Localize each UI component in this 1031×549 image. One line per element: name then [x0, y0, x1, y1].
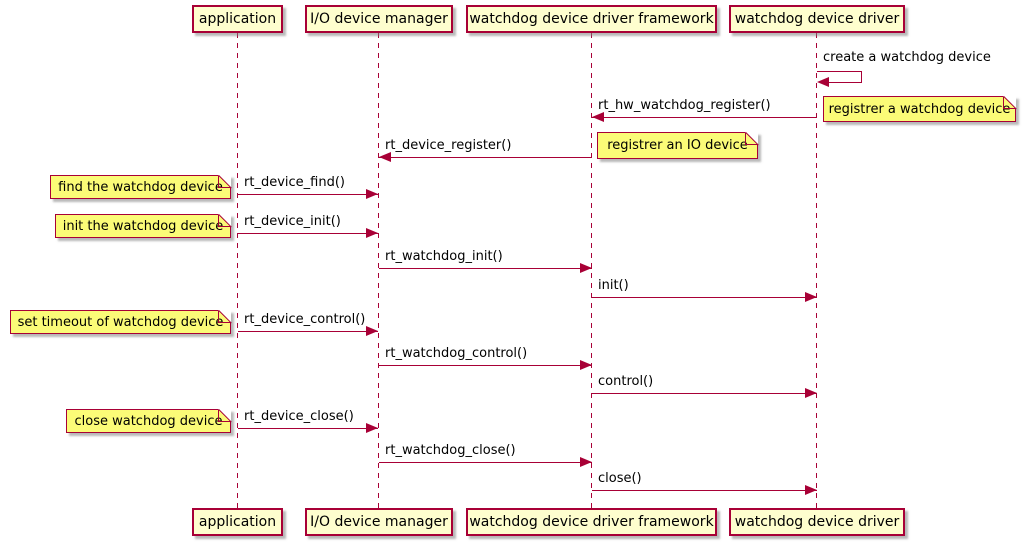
message-arrowhead: [592, 112, 604, 122]
note-fold-icon: [218, 310, 231, 323]
self-message-bottom-line: [829, 82, 862, 83]
participant-label: application: [198, 11, 277, 27]
participant-top-io-device-manager: I/O device manager: [305, 5, 453, 33]
message-label-rt-watchdog-control: rt_watchdog_control(): [385, 346, 528, 361]
message-line: [592, 297, 817, 298]
participant-label: application: [198, 514, 277, 530]
message-line: [238, 194, 378, 195]
note-registrer-watchdog-device: registrer a watchdog device: [823, 96, 1016, 122]
message-label-init: init(): [598, 278, 629, 293]
message-arrowhead: [379, 152, 391, 162]
message-label-create-watchdog-device: create a watchdog device: [823, 50, 991, 65]
message-label-rt-hw-watchdog-register: rt_hw_watchdog_register(): [598, 98, 771, 113]
note-find-watchdog-device: find the watchdog device: [50, 175, 231, 199]
note-fold-icon: [218, 409, 231, 422]
self-message-right-line: [861, 71, 862, 83]
message-label-rt-watchdog-close: rt_watchdog_close(): [385, 443, 516, 458]
participant-label: watchdog device driver: [734, 514, 900, 530]
lifeline-application: [237, 33, 238, 508]
participant-bottom-application: application: [192, 508, 283, 536]
message-line: [379, 365, 592, 366]
participant-top-application: application: [192, 5, 283, 33]
message-label-rt-device-close: rt_device_close(): [244, 409, 354, 424]
message-line: [238, 428, 378, 429]
message-arrowhead: [366, 228, 378, 238]
self-message-top-line: [817, 71, 862, 72]
message-label-rt-device-init: rt_device_init(): [244, 214, 341, 229]
note-text: find the watchdog device: [58, 179, 223, 195]
message-arrowhead: [580, 263, 592, 273]
message-line: [379, 268, 592, 269]
message-label-rt-device-control: rt_device_control(): [244, 312, 366, 327]
participant-bottom-watchdog-driver: watchdog device driver: [729, 508, 905, 536]
note-text: close watchdog device: [74, 413, 223, 429]
message-line: [238, 233, 378, 234]
message-label-close: close(): [598, 471, 642, 486]
lifeline-io-device-manager: [378, 33, 379, 508]
message-arrowhead: [366, 326, 378, 336]
message-arrowhead: [366, 423, 378, 433]
message-line: [379, 157, 592, 158]
participant-label: I/O device manager: [310, 11, 448, 27]
note-fold-icon: [1003, 96, 1016, 109]
message-line: [238, 331, 378, 332]
participant-bottom-watchdog-framework: watchdog device driver framework: [466, 508, 717, 536]
lifeline-watchdog-driver: [816, 33, 817, 508]
note-text: registrer a watchdog device: [828, 101, 1011, 117]
note-text: set timeout of watchdog device: [17, 314, 224, 330]
participant-label: watchdog device driver: [734, 11, 900, 27]
message-line: [592, 393, 817, 394]
message-label-control: control(): [598, 374, 654, 389]
message-label-rt-watchdog-init: rt_watchdog_init(): [385, 249, 503, 264]
message-label-rt-device-register: rt_device_register(): [385, 138, 512, 153]
participant-bottom-io-device-manager: I/O device manager: [305, 508, 453, 536]
note-text: init the watchdog device: [62, 218, 224, 234]
note-text: registrer an IO device: [607, 138, 748, 153]
note-registrer-io-device: registrer an IO device: [597, 132, 758, 159]
message-arrowhead: [805, 292, 817, 302]
participant-top-watchdog-driver: watchdog device driver: [729, 5, 905, 33]
message-arrowhead: [580, 360, 592, 370]
participant-top-watchdog-framework: watchdog device driver framework: [466, 5, 717, 33]
participant-label: I/O device manager: [310, 514, 448, 530]
note-set-timeout-watchdog-device: set timeout of watchdog device: [10, 310, 231, 334]
note-close-watchdog-device: close watchdog device: [66, 409, 231, 433]
message-label-rt-device-find: rt_device_find(): [244, 175, 345, 190]
message-arrowhead: [805, 388, 817, 398]
participant-label: watchdog device driver framework: [469, 11, 714, 27]
message-arrowhead: [366, 189, 378, 199]
message-arrowhead: [580, 457, 592, 467]
message-arrowhead: [805, 485, 817, 495]
note-fold-icon: [745, 132, 758, 145]
message-line: [379, 462, 592, 463]
message-line: [592, 117, 817, 118]
note-fold-icon: [218, 175, 231, 188]
note-init-watchdog-device: init the watchdog device: [55, 214, 231, 238]
participant-label: watchdog device driver framework: [469, 514, 714, 530]
message-line: [592, 490, 817, 491]
note-fold-icon: [218, 214, 231, 227]
self-message-arrowhead: [817, 77, 829, 87]
